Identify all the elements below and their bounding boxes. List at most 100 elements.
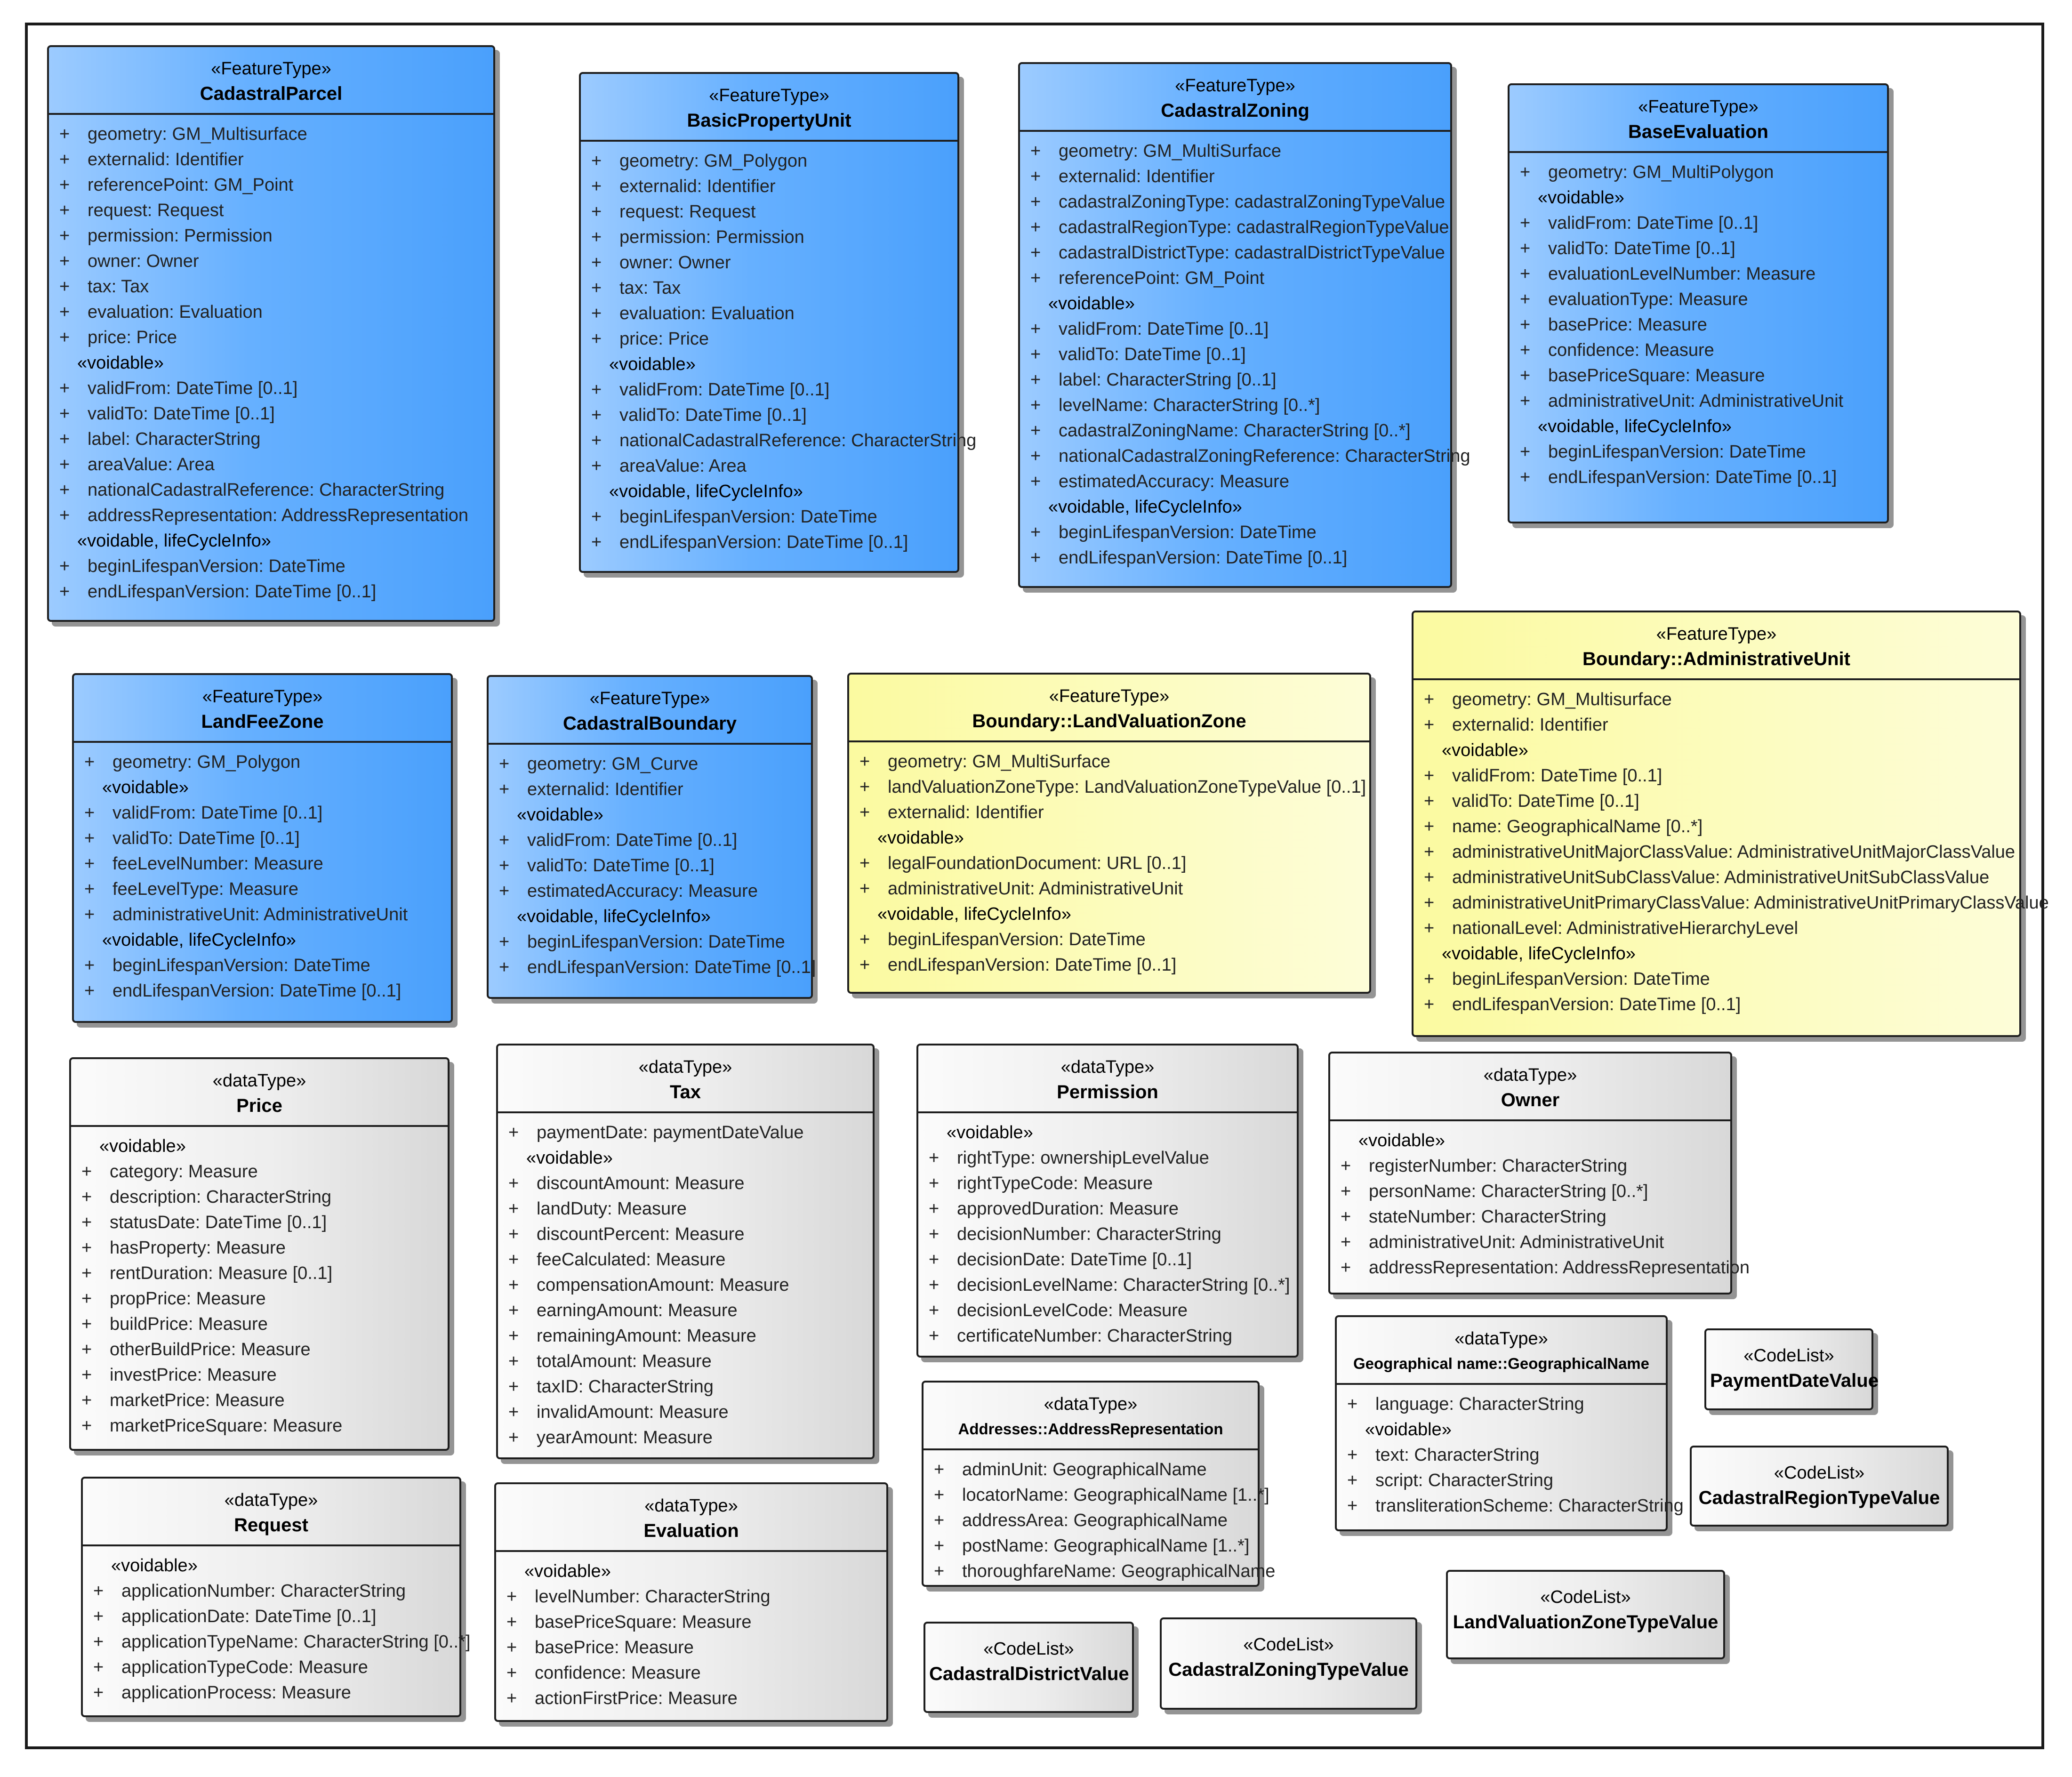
attribute-row[interactable]: +owner: Owner bbox=[591, 250, 953, 275]
attribute-row[interactable]: +validFrom: DateTime [0..1] bbox=[59, 376, 489, 401]
attribute-row[interactable]: +validTo: DateTime [0..1] bbox=[84, 826, 446, 851]
attribute-row[interactable]: +externalid: Identifier bbox=[59, 147, 489, 172]
attribute-row[interactable]: +compensationAmount: Measure bbox=[508, 1272, 868, 1298]
attribute-row[interactable]: +feeLevelNumber: Measure bbox=[84, 851, 446, 876]
attribute-row[interactable]: +areaValue: Area bbox=[591, 453, 953, 479]
class-box-land-valuation-zone[interactable]: «FeatureType»Boundary::LandValuationZone… bbox=[847, 673, 1371, 994]
attribute-row[interactable]: +hasProperty: Measure bbox=[81, 1235, 443, 1261]
attribute-row[interactable]: +endLifespanVersion: DateTime [0..1] bbox=[1424, 992, 2015, 1017]
class-box-land-fee-zone[interactable]: «FeatureType»LandFeeZone+geometry: GM_Po… bbox=[72, 673, 453, 1023]
attribute-row[interactable]: +geometry: GM_Multisurface bbox=[59, 121, 489, 147]
attribute-row[interactable]: +basePrice: Measure bbox=[506, 1635, 882, 1660]
attribute-row[interactable]: +certificateNumber: CharacterString bbox=[929, 1323, 1292, 1349]
attribute-row[interactable]: +addressRepresentation: AddressRepresent… bbox=[1341, 1255, 1750, 1280]
attribute-row[interactable]: +taxID: CharacterString bbox=[508, 1374, 868, 1399]
class-box-administrative-unit[interactable]: «FeatureType»Boundary::AdministrativeUni… bbox=[1412, 611, 2049, 1037]
attribute-row[interactable]: +cadastralDistrictType: cadastralDistric… bbox=[1030, 240, 1446, 265]
attribute-row[interactable]: +beginLifespanVersion: DateTime bbox=[1030, 520, 1446, 545]
attribute-row[interactable]: +landDuty: Measure bbox=[508, 1196, 868, 1222]
class-box-address-representation[interactable]: «dataType»Addresses::AddressRepresentati… bbox=[922, 1381, 1275, 1587]
attribute-row[interactable]: +beginLifespanVersion: DateTime bbox=[591, 504, 953, 530]
attribute-row[interactable]: +applicationProcess: Measure bbox=[93, 1680, 455, 1705]
attribute-row[interactable]: +applicationDate: DateTime [0..1] bbox=[93, 1604, 455, 1629]
attribute-row[interactable]: +administrativeUnit: AdministrativeUnit bbox=[84, 902, 446, 927]
class-box-permission[interactable]: «dataType»Permission«voidable»+rightType… bbox=[916, 1044, 1299, 1358]
attribute-row[interactable]: +externalid: Identifier bbox=[1424, 712, 2015, 738]
attribute-row[interactable]: +price: Price bbox=[591, 326, 953, 352]
class-box-basic-property-unit[interactable]: «FeatureType»BasicPropertyUnit+geometry:… bbox=[579, 72, 976, 573]
attribute-row[interactable]: +feeCalculated: Measure bbox=[508, 1247, 868, 1272]
attribute-row[interactable]: +administrativeUnitSubClassValue: Admini… bbox=[1424, 865, 2015, 890]
attribute-row[interactable]: +language: CharacterString bbox=[1347, 1391, 1661, 1417]
class-box-owner[interactable]: «dataType»Owner«voidable»+registerNumber… bbox=[1328, 1052, 1750, 1295]
attribute-row[interactable]: +geometry: GM_MultiSurface bbox=[859, 749, 1365, 774]
attribute-row[interactable]: +yearAmount: Measure bbox=[508, 1425, 868, 1450]
attribute-row[interactable]: +evaluation: Evaluation bbox=[59, 299, 489, 325]
attribute-row[interactable]: +evaluationLevelNumber: Measure bbox=[1520, 261, 1882, 287]
attribute-row[interactable]: +cadastralZoningName: CharacterString [0… bbox=[1030, 418, 1446, 443]
attribute-row[interactable]: +areaValue: Area bbox=[59, 452, 489, 477]
attribute-row[interactable]: +estimatedAccuracy: Measure bbox=[1030, 469, 1446, 494]
attribute-row[interactable]: +estimatedAccuracy: Measure bbox=[499, 878, 806, 904]
attribute-row[interactable]: +externalid: Identifier bbox=[591, 174, 953, 199]
attribute-row[interactable]: +levelName: CharacterString [0..*] bbox=[1030, 393, 1446, 418]
attribute-row[interactable]: +administrativeUnit: AdministrativeUnit bbox=[1520, 388, 1882, 414]
attribute-row[interactable]: +beginLifespanVersion: DateTime bbox=[499, 929, 806, 955]
attribute-row[interactable]: +otherBuildPrice: Measure bbox=[81, 1337, 443, 1362]
attribute-row[interactable]: +thoroughfareName: GeographicalName bbox=[934, 1559, 1275, 1584]
attribute-row[interactable]: +administrativeUnit: AdministrativeUnit bbox=[859, 876, 1365, 901]
attribute-row[interactable]: +addressRepresentation: AddressRepresent… bbox=[59, 503, 489, 528]
attribute-row[interactable]: +registerNumber: CharacterString bbox=[1341, 1153, 1726, 1179]
attribute-row[interactable]: +validFrom: DateTime [0..1] bbox=[1520, 210, 1882, 236]
class-box-cadastral-parcel[interactable]: «FeatureType»CadastralParcel+geometry: G… bbox=[47, 45, 495, 622]
attribute-row[interactable]: +tax: Tax bbox=[59, 274, 489, 299]
attribute-row[interactable]: +validTo: DateTime [0..1] bbox=[1520, 236, 1882, 261]
attribute-row[interactable]: +legalFoundationDocument: URL [0..1] bbox=[859, 851, 1365, 876]
attribute-row[interactable]: +cadastralRegionType: cadastralRegionTyp… bbox=[1030, 215, 1449, 240]
attribute-row[interactable]: +tax: Tax bbox=[591, 275, 953, 301]
attribute-row[interactable]: +geometry: GM_MultiSurface bbox=[1030, 138, 1446, 164]
attribute-row[interactable]: +transliterationScheme: CharacterString bbox=[1347, 1493, 1684, 1519]
attribute-row[interactable]: +actionFirstPrice: Measure bbox=[506, 1686, 882, 1711]
class-box-land-valuation-zone-type-value[interactable]: «CodeList»LandValuationZoneTypeValue bbox=[1446, 1570, 1725, 1659]
attribute-row[interactable]: +basePriceSquare: Measure bbox=[506, 1609, 882, 1635]
attribute-row[interactable]: +cadastralZoningType: cadastralZoningTyp… bbox=[1030, 189, 1446, 215]
class-box-request[interactable]: «dataType»Request«voidable»+applicationN… bbox=[81, 1477, 470, 1717]
attribute-row[interactable]: +propPrice: Measure bbox=[81, 1286, 443, 1311]
class-box-tax[interactable]: «dataType»Tax+paymentDate: paymentDateVa… bbox=[496, 1044, 875, 1459]
attribute-row[interactable]: +statusDate: DateTime [0..1] bbox=[81, 1210, 443, 1235]
attribute-row[interactable]: +owner: Owner bbox=[59, 249, 489, 274]
attribute-row[interactable]: +category: Measure bbox=[81, 1159, 443, 1184]
attribute-row[interactable]: +decisionDate: DateTime [0..1] bbox=[929, 1247, 1292, 1272]
attribute-row[interactable]: +buildPrice: Measure bbox=[81, 1311, 443, 1337]
attribute-row[interactable]: +invalidAmount: Measure bbox=[508, 1399, 868, 1425]
attribute-row[interactable]: +permission: Permission bbox=[59, 223, 489, 249]
attribute-row[interactable]: +discountPercent: Measure bbox=[508, 1222, 868, 1247]
attribute-row[interactable]: +geometry: GM_Polygon bbox=[591, 148, 953, 174]
attribute-row[interactable]: +basePrice: Measure bbox=[1520, 312, 1882, 338]
class-box-cadastral-district-value[interactable]: «CodeList»CadastralDistrictValue bbox=[924, 1622, 1134, 1713]
attribute-row[interactable]: +postName: GeographicalName [1..*] bbox=[934, 1533, 1253, 1559]
attribute-row[interactable]: +beginLifespanVersion: DateTime bbox=[859, 927, 1365, 952]
attribute-row[interactable]: +rentDuration: Measure [0..1] bbox=[81, 1261, 443, 1286]
attribute-row[interactable]: +endLifespanVersion: DateTime [0..1] bbox=[499, 955, 816, 980]
attribute-row[interactable]: +rightTypeCode: Measure bbox=[929, 1171, 1292, 1196]
attribute-row[interactable]: +validFrom: DateTime [0..1] bbox=[499, 828, 806, 853]
attribute-row[interactable]: +beginLifespanVersion: DateTime bbox=[1424, 966, 2015, 992]
attribute-row[interactable]: +endLifespanVersion: DateTime [0..1] bbox=[591, 530, 953, 555]
attribute-row[interactable]: +adminUnit: GeographicalName bbox=[934, 1457, 1253, 1482]
attribute-row[interactable]: +validFrom: DateTime [0..1] bbox=[591, 377, 953, 402]
attribute-row[interactable]: +applicationTypeCode: Measure bbox=[93, 1655, 455, 1680]
attribute-row[interactable]: +validTo: DateTime [0..1] bbox=[59, 401, 489, 426]
attribute-row[interactable]: +beginLifespanVersion: DateTime bbox=[1520, 439, 1882, 465]
attribute-row[interactable]: +validFrom: DateTime [0..1] bbox=[84, 800, 446, 826]
attribute-row[interactable]: +administrativeUnit: AdministrativeUnit bbox=[1341, 1230, 1726, 1255]
attribute-row[interactable]: +paymentDate: paymentDateValue bbox=[508, 1120, 868, 1145]
attribute-row[interactable]: +applicationNumber: CharacterString bbox=[93, 1578, 455, 1604]
attribute-row[interactable]: +nationalCadastralReference: CharacterSt… bbox=[59, 477, 489, 503]
attribute-row[interactable]: +endLifespanVersion: DateTime [0..1] bbox=[1520, 465, 1882, 490]
attribute-row[interactable]: +endLifespanVersion: DateTime [0..1] bbox=[859, 952, 1365, 978]
class-box-evaluation[interactable]: «dataType»Evaluation«voidable»+levelNumb… bbox=[494, 1482, 888, 1722]
attribute-row[interactable]: +geometry: GM_MultiPolygon bbox=[1520, 160, 1882, 185]
attribute-row[interactable]: +validTo: DateTime [0..1] bbox=[1424, 788, 2015, 814]
